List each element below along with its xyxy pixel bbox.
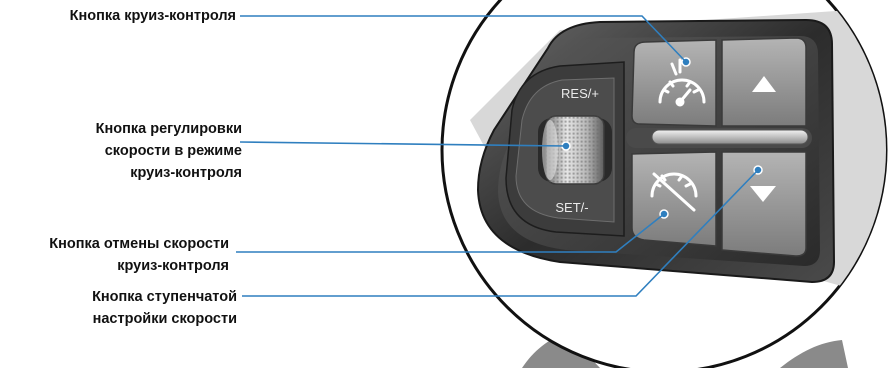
speed-roller[interactable] (538, 116, 612, 184)
callout-step-speed-line-2: настройки скорости (92, 308, 237, 330)
divider-bar (626, 128, 812, 148)
callout-step-speed-line-1: Кнопка ступенчатой (92, 286, 237, 308)
speed-up-button[interactable] (722, 38, 806, 126)
callout-step-speed: Кнопка ступенчатой настройки скорости (92, 286, 237, 330)
set-label: SET/- (555, 200, 588, 215)
callout-cruise-button-line-1: Кнопка круиз-контроля (70, 5, 236, 27)
res-label: RES/+ (561, 86, 599, 101)
steering-wheel-rim-right (780, 340, 848, 368)
speed-down-button[interactable] (722, 152, 806, 256)
callout-speed-adjust-line-1: Кнопка регулировки (96, 118, 242, 140)
callout-cancel: Кнопка отмены скорости круиз-контроля (49, 233, 229, 277)
callout-speed-adjust-line-3: круиз-контроля (96, 162, 242, 184)
callout-speed-adjust-line-2: скорости в режиме (96, 140, 242, 162)
cruise-cancel-button[interactable] (632, 152, 716, 246)
callout-cancel-line-2: круиз-контроля (49, 255, 229, 277)
callout-cruise-button: Кнопка круиз-контроля (70, 5, 236, 27)
callout-cancel-line-1: Кнопка отмены скорости (49, 233, 229, 255)
callout-speed-adjust: Кнопка регулировки скорости в режиме кру… (96, 118, 242, 184)
